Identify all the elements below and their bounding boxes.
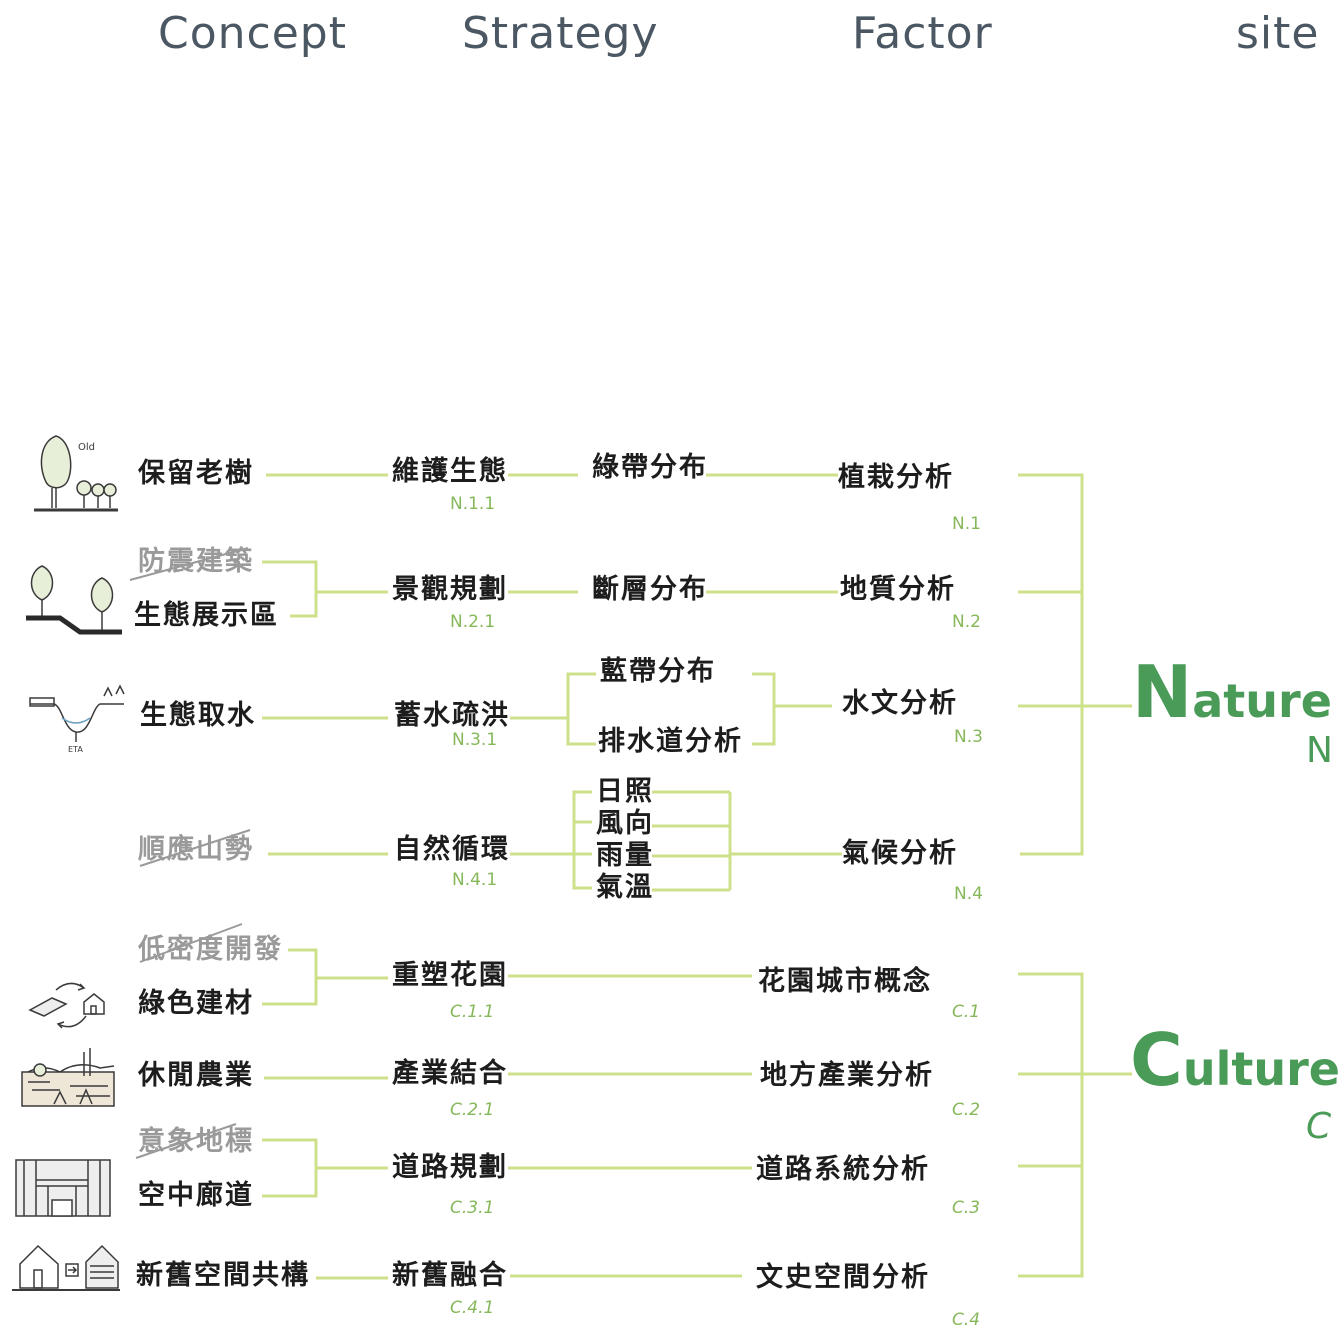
factor-code: C.3 (952, 1198, 981, 1218)
strategy-code: C.3.1 (450, 1198, 495, 1218)
factor-geology-analysis: 地質分析 (840, 574, 956, 605)
sub-temperature: 氣溫 (596, 872, 654, 903)
factor-code: N.4 (954, 884, 983, 904)
strategy-industry-integration: 產業結合 (392, 1058, 508, 1089)
strategy-natural-cycle: 自然循環 (394, 834, 510, 865)
factor-cultural-space-analysis: 文史空間分析 (756, 1262, 930, 1293)
strategy-code: C.4.1 (450, 1298, 495, 1318)
group-title-initial: C (1130, 1018, 1183, 1102)
factor-hydrology-analysis: 水文分析 (842, 688, 958, 719)
strategy-retention-flood-relief: 蓄水疏洪 (394, 700, 510, 731)
concept-keep-old-trees: 保留老樹 (138, 458, 254, 489)
strategy-code: C.1.1 (450, 1002, 495, 1022)
factor-code: C.2 (952, 1100, 981, 1120)
strategy-code: C.2.1 (450, 1100, 495, 1120)
slope-trees-sketch-icon (26, 565, 122, 635)
factor-code: N.3 (954, 727, 983, 747)
edge-letter-n: N (1306, 730, 1333, 771)
strategy-code: N.1.1 (450, 494, 496, 514)
header-factor: Factor (852, 8, 993, 59)
strategy-maintain-ecology: 維護生態 (392, 456, 508, 487)
group-title-nature: Nature (1132, 650, 1332, 734)
header-strategy: Strategy (462, 8, 659, 59)
strategy-code: N.3.1 (452, 730, 498, 750)
concept-green-materials: 綠色建材 (138, 988, 254, 1019)
old-tree-sketch-icon: Old (34, 435, 118, 512)
header-concept: Concept (158, 8, 347, 59)
edge-letter-c: C (1306, 1106, 1332, 1147)
concept-landmark-struck: 意象地標 (138, 1126, 254, 1157)
concept-low-density-struck: 低密度開發 (138, 934, 283, 965)
group-title-culture: Culture (1130, 1018, 1338, 1102)
factor-vegetation-analysis: 植栽分析 (838, 462, 954, 493)
sub-green-belt: 綠帶分布 (592, 452, 708, 483)
factor-code: N.1 (952, 514, 981, 534)
concept-leisure-farming: 休閒農業 (138, 1060, 254, 1091)
group-title-rest: ature (1192, 674, 1332, 728)
strategy-code: N.4.1 (452, 870, 498, 890)
svg-text:Old: Old (78, 442, 95, 453)
farm-landscape-sketch-icon (21, 1048, 115, 1107)
sub-blue-belt: 藍帶分布 (600, 656, 716, 687)
sub-rainfall: 雨量 (596, 840, 654, 871)
concept-seismic-building-struck: 防震建築 (138, 546, 254, 577)
skywalk-building-sketch-icon (15, 1159, 111, 1217)
sub-wind-direction: 風向 (596, 808, 654, 839)
recycle-house-sketch-icon (28, 982, 105, 1029)
sub-drainage-analysis: 排水道分析 (598, 726, 743, 757)
factor-road-system-analysis: 道路系統分析 (756, 1154, 930, 1185)
group-title-rest: ulture (1182, 1042, 1338, 1096)
concept-follow-terrain-struck: 順應山勢 (138, 834, 254, 865)
factor-garden-city-concept: 花園城市概念 (758, 966, 932, 997)
factor-code: N.2 (952, 612, 981, 632)
svg-text:ETA: ETA (68, 745, 83, 754)
concept-old-new-space: 新舊空間共構 (136, 1260, 310, 1291)
strategy-landscape-planning: 景觀規劃 (392, 574, 508, 605)
strategy-road-planning: 道路規劃 (392, 1152, 508, 1183)
sub-sunlight: 日照 (596, 776, 654, 807)
sub-fault-distribution: 斷層分布 (592, 574, 708, 605)
concept-eco-exhibition-area: 生態展示區 (134, 600, 279, 631)
strategy-old-new-fusion: 新舊融合 (392, 1260, 508, 1291)
strategy-code: N.2.1 (450, 612, 496, 632)
strategy-reshape-garden: 重塑花園 (392, 960, 508, 991)
concept-skywalk: 空中廊道 (138, 1180, 254, 1211)
old-new-house-sketch-icon (12, 1244, 120, 1291)
group-title-initial: N (1132, 650, 1193, 734)
factor-climate-analysis: 氣候分析 (842, 838, 958, 869)
concept-eco-water-intake: 生態取水 (140, 700, 256, 731)
header-site: site (1236, 8, 1320, 59)
factor-code: C.4 (952, 1310, 981, 1330)
factor-local-industry-analysis: 地方產業分析 (760, 1060, 934, 1091)
water-intake-sketch-icon: ETA (29, 684, 125, 754)
factor-code: C.1 (952, 1002, 981, 1022)
